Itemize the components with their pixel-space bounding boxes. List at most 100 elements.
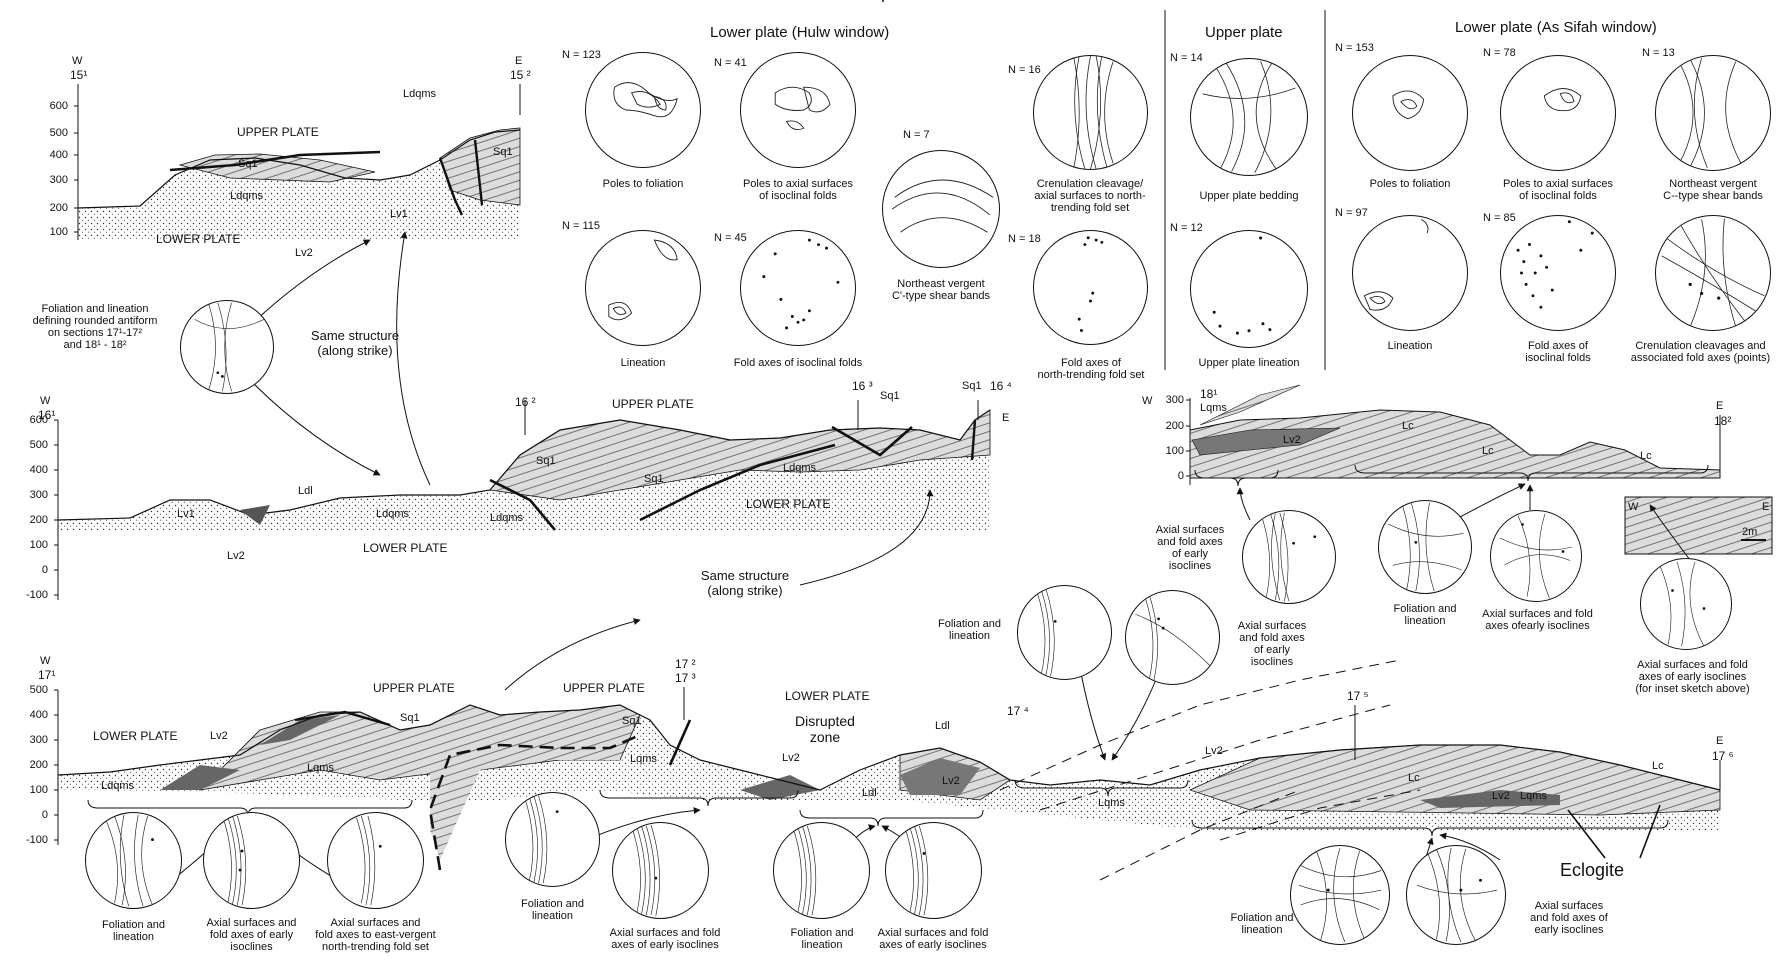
unit-label: Lc	[1640, 450, 1652, 462]
axis-tick: 500	[34, 127, 68, 139]
section-16-marker-3: 16 ³	[852, 380, 873, 393]
stereonet-b-axial-east	[327, 812, 424, 909]
section-17-marker-2: 17 ²	[675, 658, 696, 671]
caption: Fold axes of isoclinal folds	[1490, 340, 1626, 364]
axis-tick: 0	[14, 564, 48, 576]
unit-label: Ldqms	[230, 190, 263, 202]
caption: Foliation and lineation	[80, 919, 187, 943]
inset-w: W	[1628, 501, 1638, 513]
stereonet-crenulation	[1033, 55, 1148, 170]
axis-tick: 300	[14, 489, 48, 501]
unit-label: Sq1	[493, 146, 513, 158]
stereonet-sifah-poles-axial	[1500, 55, 1616, 171]
caption: Axial surfaces and fold axes of early is…	[868, 927, 998, 951]
caption: Foliation and lineation	[1212, 912, 1312, 936]
stereonet-b-foliation-1	[85, 812, 182, 909]
axis-tick: 600	[14, 414, 48, 426]
caption: Axial surfaces and fold axes of early is…	[1140, 524, 1240, 572]
caption: Axial surfaces and fold axes of early is…	[190, 917, 313, 953]
unit-label: Sq1	[962, 380, 982, 392]
inset-e: E	[1762, 501, 1769, 513]
unit-label: Lqms	[307, 762, 334, 774]
unit-label: Sq1	[238, 158, 258, 170]
caption: Axial surfaces and fold axes to east-ver…	[305, 917, 446, 953]
stereonet-s18-axial	[1242, 510, 1336, 604]
stereonet-upper-lineation	[1190, 230, 1308, 348]
same-structure-annotation-2: Same structure (along strike)	[680, 568, 810, 598]
stereonet-lineation	[585, 230, 701, 346]
section-18-start: 18¹	[1200, 388, 1217, 401]
axis-tick: 500	[14, 439, 48, 451]
unit-label: Lqms	[630, 753, 657, 765]
section-17-start: 17¹	[38, 669, 55, 682]
stereonet-b-foliation-2	[505, 792, 600, 887]
section-16-w: W	[40, 395, 50, 407]
unit-label: Sq1	[536, 455, 556, 467]
caption: Axial surfaces and fold axes of early is…	[1510, 900, 1628, 936]
caption: Axial surfaces and fold axes of early is…	[600, 927, 730, 951]
lower-plate-label: LOWER PLATE	[156, 233, 240, 246]
caption: Crenulation cleavages and associated fol…	[1615, 340, 1786, 364]
unit-label: Lv1	[390, 208, 408, 220]
stereonet-b-foliation-3	[773, 822, 870, 919]
unit-label: Lv2	[227, 550, 245, 562]
unit-label: Ldqms	[376, 508, 409, 520]
stereonet-shear-bands	[882, 150, 1000, 268]
stereonet-b-axial-3	[885, 822, 982, 919]
caption: Axial surfaces and fold axes ofearly iso…	[1470, 608, 1605, 632]
stereonet-fold-axes	[740, 230, 856, 346]
axis-tick: 200	[14, 759, 48, 771]
section-18-e: E	[1716, 400, 1723, 412]
unit-label: Ldl	[935, 720, 950, 732]
section-15-end: 15 ²	[510, 69, 531, 82]
caption: Northeast vergent C'-type shear bands	[870, 278, 1012, 302]
header-hulw: Lower plate (Hulw window)	[710, 25, 889, 41]
axis-tick: 300	[34, 174, 68, 186]
stereonet-sifah-lineation	[1352, 215, 1468, 331]
unit-label: Sq1	[880, 390, 900, 402]
stereonet-s18-axial2	[1490, 510, 1582, 602]
axis-tick: 400	[14, 709, 48, 721]
unit-label: Lc	[1402, 420, 1414, 432]
unit-label: Sq1	[622, 715, 642, 727]
caption: Lineation	[1352, 340, 1468, 352]
unit-label: Lc	[1482, 445, 1494, 457]
unit-label: Ldqms	[783, 462, 816, 474]
stereonet-b-axial-4	[1406, 845, 1506, 945]
axis-tick: 300	[1150, 394, 1184, 406]
caption: Poles to foliation	[585, 178, 701, 190]
unit-label: Lqms	[1520, 790, 1547, 802]
section-16-marker-4: 16 ⁴	[990, 380, 1012, 393]
axis-tick: 200	[1150, 420, 1184, 432]
stereonet-sifah-fold-axes	[1500, 215, 1616, 331]
axis-tick: -100	[14, 589, 48, 601]
caption: Foliation and lineation	[762, 927, 882, 951]
lower-plate-label: LOWER PLATE	[785, 690, 869, 703]
unit-label: Lv2	[210, 730, 228, 742]
axis-tick: 300	[14, 734, 48, 746]
stereonet-sifah-shear-bands	[1655, 55, 1771, 171]
caption: Foliation and lineation	[505, 898, 600, 922]
axis-tick: 400	[34, 149, 68, 161]
section-17-marker-3: 17 ³	[675, 672, 696, 685]
stereonet-sifah-crenulation	[1655, 215, 1771, 331]
section-16-marker-2: 16 ²	[515, 396, 536, 409]
unit-label: Lqms	[1098, 797, 1125, 809]
axis-tick: 100	[34, 226, 68, 238]
section-17-marker-5: 17 ⁵	[1347, 690, 1369, 703]
inset-scale: 2m	[1742, 526, 1757, 538]
stereonet-s18-foliation	[1378, 500, 1472, 594]
header-sifah: Lower plate (As Sifah window)	[1455, 20, 1657, 36]
caption: Fold axes of isoclinal folds	[720, 357, 876, 369]
lower-plate-label: LOWER PLATE	[363, 542, 447, 555]
stereonet-s18-inset	[1640, 558, 1732, 650]
stereonet-sifah-poles-foliation	[1352, 55, 1468, 171]
caption: Fold axes of north-trending fold set	[1018, 357, 1164, 381]
axis-tick: 200	[34, 202, 68, 214]
caption: Lineation	[585, 357, 701, 369]
caption: Poles to axial surfaces of isoclinal fol…	[1480, 178, 1636, 202]
axis-tick: 100	[14, 784, 48, 796]
section-18-end: 18²	[1714, 415, 1731, 428]
caption: Upper plate bedding	[1175, 190, 1323, 202]
